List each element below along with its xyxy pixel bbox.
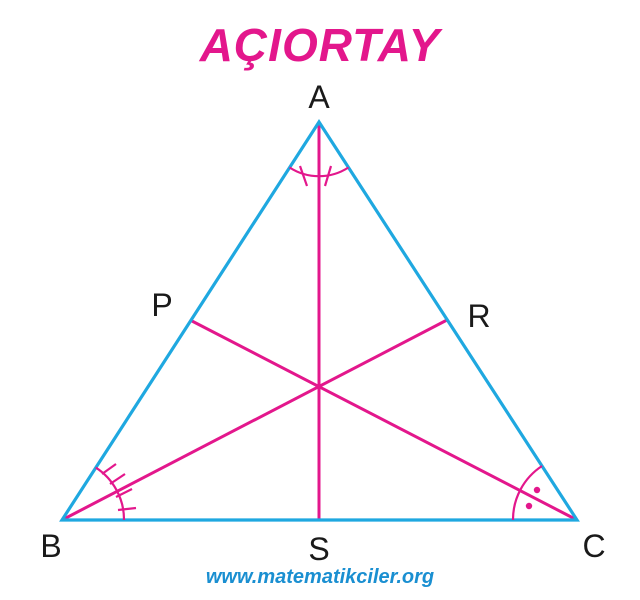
vertex-label-r: R	[467, 298, 490, 334]
angle-tick-b-4	[117, 506, 137, 512]
page-title: AÇIORTAY	[199, 19, 441, 71]
angle-dot-c-1	[533, 486, 541, 494]
angle-tick-b-1	[101, 463, 117, 475]
triangle-abc	[59, 119, 580, 522]
angle-mark-b	[95, 466, 126, 521]
angle-tick-a-1	[298, 165, 309, 187]
angle-tick-b-3	[115, 488, 133, 498]
angle-tick-a-2	[323, 165, 333, 187]
angle-mark-c	[511, 465, 543, 521]
angle-tick-b-2	[109, 473, 126, 485]
angle-dot-c-2	[525, 502, 533, 510]
vertex-label-a: A	[308, 79, 330, 115]
vertex-label-b: B	[40, 528, 61, 564]
vertex-label-p: P	[151, 287, 172, 323]
bisector-c-p	[189, 318, 578, 522]
angle-mark-a	[289, 166, 349, 178]
vertex-label-c: C	[582, 528, 605, 564]
site-url: www.matematikciler.org	[205, 566, 435, 588]
vertex-label-s: S	[308, 531, 329, 567]
bisector-b-r	[61, 318, 448, 522]
